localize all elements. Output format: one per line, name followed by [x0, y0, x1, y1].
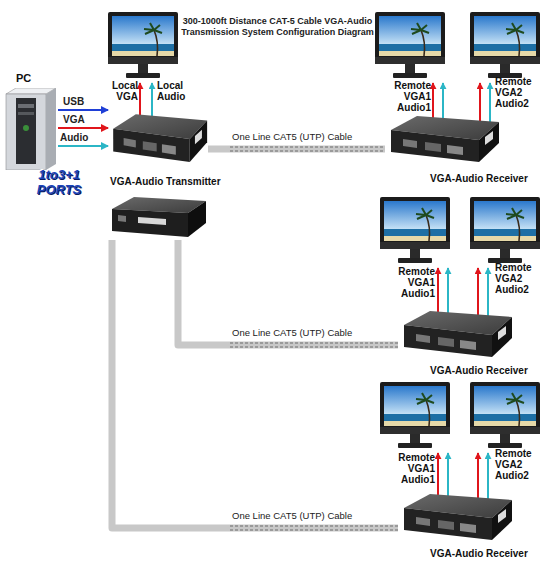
- remote-monitor: [470, 12, 540, 78]
- cable-texture-line: [230, 150, 385, 151]
- audio-arrow: [487, 268, 489, 318]
- vga-arrow: [479, 83, 481, 124]
- receiver-unit: VGA-Audio Receiver: [398, 305, 513, 360]
- signal-label: USB: [63, 96, 233, 107]
- cat5-cable: [112, 240, 398, 528]
- device-label: VGA-Audio Receiver: [430, 365, 550, 377]
- device-shape: [108, 195, 208, 240]
- signal-label: Local Audio: [157, 80, 199, 102]
- cable-label: One Line CAT5 (UTP) Cable: [232, 131, 402, 142]
- port-count-badge: 1to3+1 PORTS: [24, 167, 94, 197]
- audio-arrow: [58, 145, 108, 147]
- signal-label: VGA: [63, 114, 233, 125]
- pc-tower: PC: [2, 88, 58, 170]
- remote-monitor: [470, 197, 540, 263]
- vga-arrow: [58, 127, 108, 129]
- cable-texture-line: [230, 146, 385, 147]
- device-illustration: [404, 494, 512, 540]
- device-label: PC: [16, 72, 46, 85]
- audio-arrow: [487, 453, 489, 501]
- receiver-unit: VGA-Audio Receiver: [385, 110, 500, 165]
- cable-texture-line: [230, 346, 398, 347]
- remote-monitor: [470, 382, 540, 448]
- cable-texture-line: [230, 529, 398, 530]
- device-label: VGA-Audio Receiver: [430, 548, 550, 560]
- device-illustration: [112, 197, 206, 237]
- signal-label: Remote VGA2 Audio2: [495, 262, 547, 295]
- device-illustration: [404, 311, 512, 357]
- device-label: VGA-Audio Receiver: [430, 173, 550, 185]
- remote-monitor: [375, 12, 445, 78]
- signal-label: Remote VGA2 Audio2: [495, 76, 547, 109]
- cable-label: One Line CAT5 (UTP) Cable: [232, 327, 402, 338]
- device-shape: [398, 488, 513, 543]
- remote-monitor: [380, 197, 450, 263]
- signal-label: Remote VGA1 Audio1: [391, 266, 435, 299]
- cable-label: One Line CAT5 (UTP) Cable: [232, 510, 402, 521]
- signal-label: Local VGA: [96, 80, 138, 102]
- remote-monitor: [380, 382, 450, 448]
- device-illustration: [391, 116, 499, 162]
- diagram-title: 300-1000ft Distance CAT-5 Cable VGA-Audi…: [180, 16, 375, 38]
- device-label: VGA-Audio Transmitter: [110, 176, 250, 188]
- cable-texture: [230, 147, 398, 530]
- transmitter-unit: VGA-Audio Transmitter: [108, 108, 208, 165]
- signal-label: Remote VGA1 Audio1: [388, 80, 431, 113]
- receiver-unit: VGA-Audio Receiver: [398, 488, 513, 543]
- device-shape: [385, 110, 500, 165]
- vga-arrow: [477, 268, 479, 318]
- signal-label: Remote VGA1 Audio1: [391, 452, 435, 485]
- cat5-cable: [208, 146, 385, 153]
- signal-label: Remote VGA2 Audio2: [495, 448, 547, 481]
- splitter-unit: 1to3+1 PORTS: [108, 195, 208, 240]
- local-monitor: [108, 12, 178, 78]
- usb-arrow: [58, 109, 108, 111]
- device-illustration: [113, 114, 207, 162]
- device-shape: [2, 88, 58, 170]
- device-shape: [108, 108, 208, 165]
- cable-texture-line: [230, 342, 398, 343]
- vga-arrow: [477, 453, 479, 501]
- device-illustration: [6, 88, 56, 170]
- device-shape: [398, 305, 513, 360]
- cable-texture-line: [230, 525, 398, 526]
- signal-label: Audio: [60, 132, 230, 143]
- audio-arrow: [489, 83, 491, 124]
